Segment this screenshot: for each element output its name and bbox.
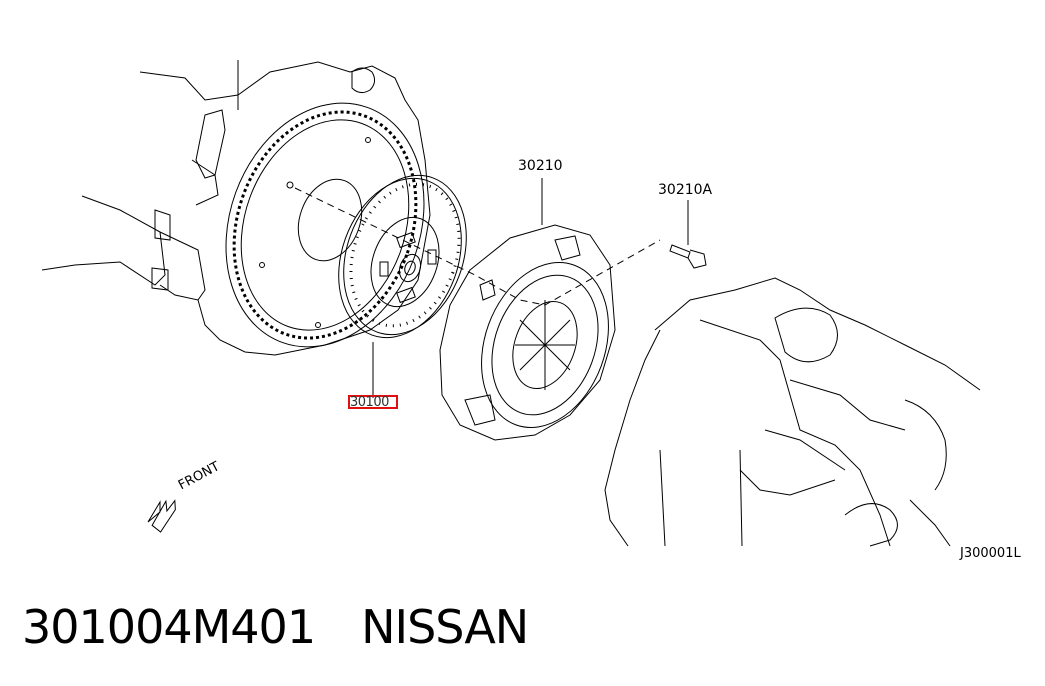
clutch-disc bbox=[338, 174, 467, 339]
highlight-box bbox=[348, 395, 398, 409]
flywheel bbox=[225, 102, 425, 348]
exploded-clutch-diagram bbox=[41, 60, 981, 547]
callout-30210[interactable]: 30210 bbox=[518, 158, 563, 174]
callout-30210a[interactable]: 30210A bbox=[658, 182, 713, 198]
part-caption: 301004M401 NISSAN bbox=[22, 600, 529, 654]
cover-bolt bbox=[669, 244, 707, 269]
part-number: 301004M401 bbox=[22, 600, 316, 654]
callout-30100[interactable]: 30100 bbox=[350, 395, 389, 410]
transmission-outline bbox=[604, 277, 981, 547]
drawing-code: J300001L bbox=[960, 546, 1021, 561]
front-arrow-icon bbox=[147, 499, 176, 533]
engine-block-outline bbox=[41, 60, 431, 356]
brand-name: NISSAN bbox=[361, 600, 529, 654]
assembly-center-line bbox=[294, 187, 661, 306]
clutch-cover bbox=[439, 224, 616, 441]
